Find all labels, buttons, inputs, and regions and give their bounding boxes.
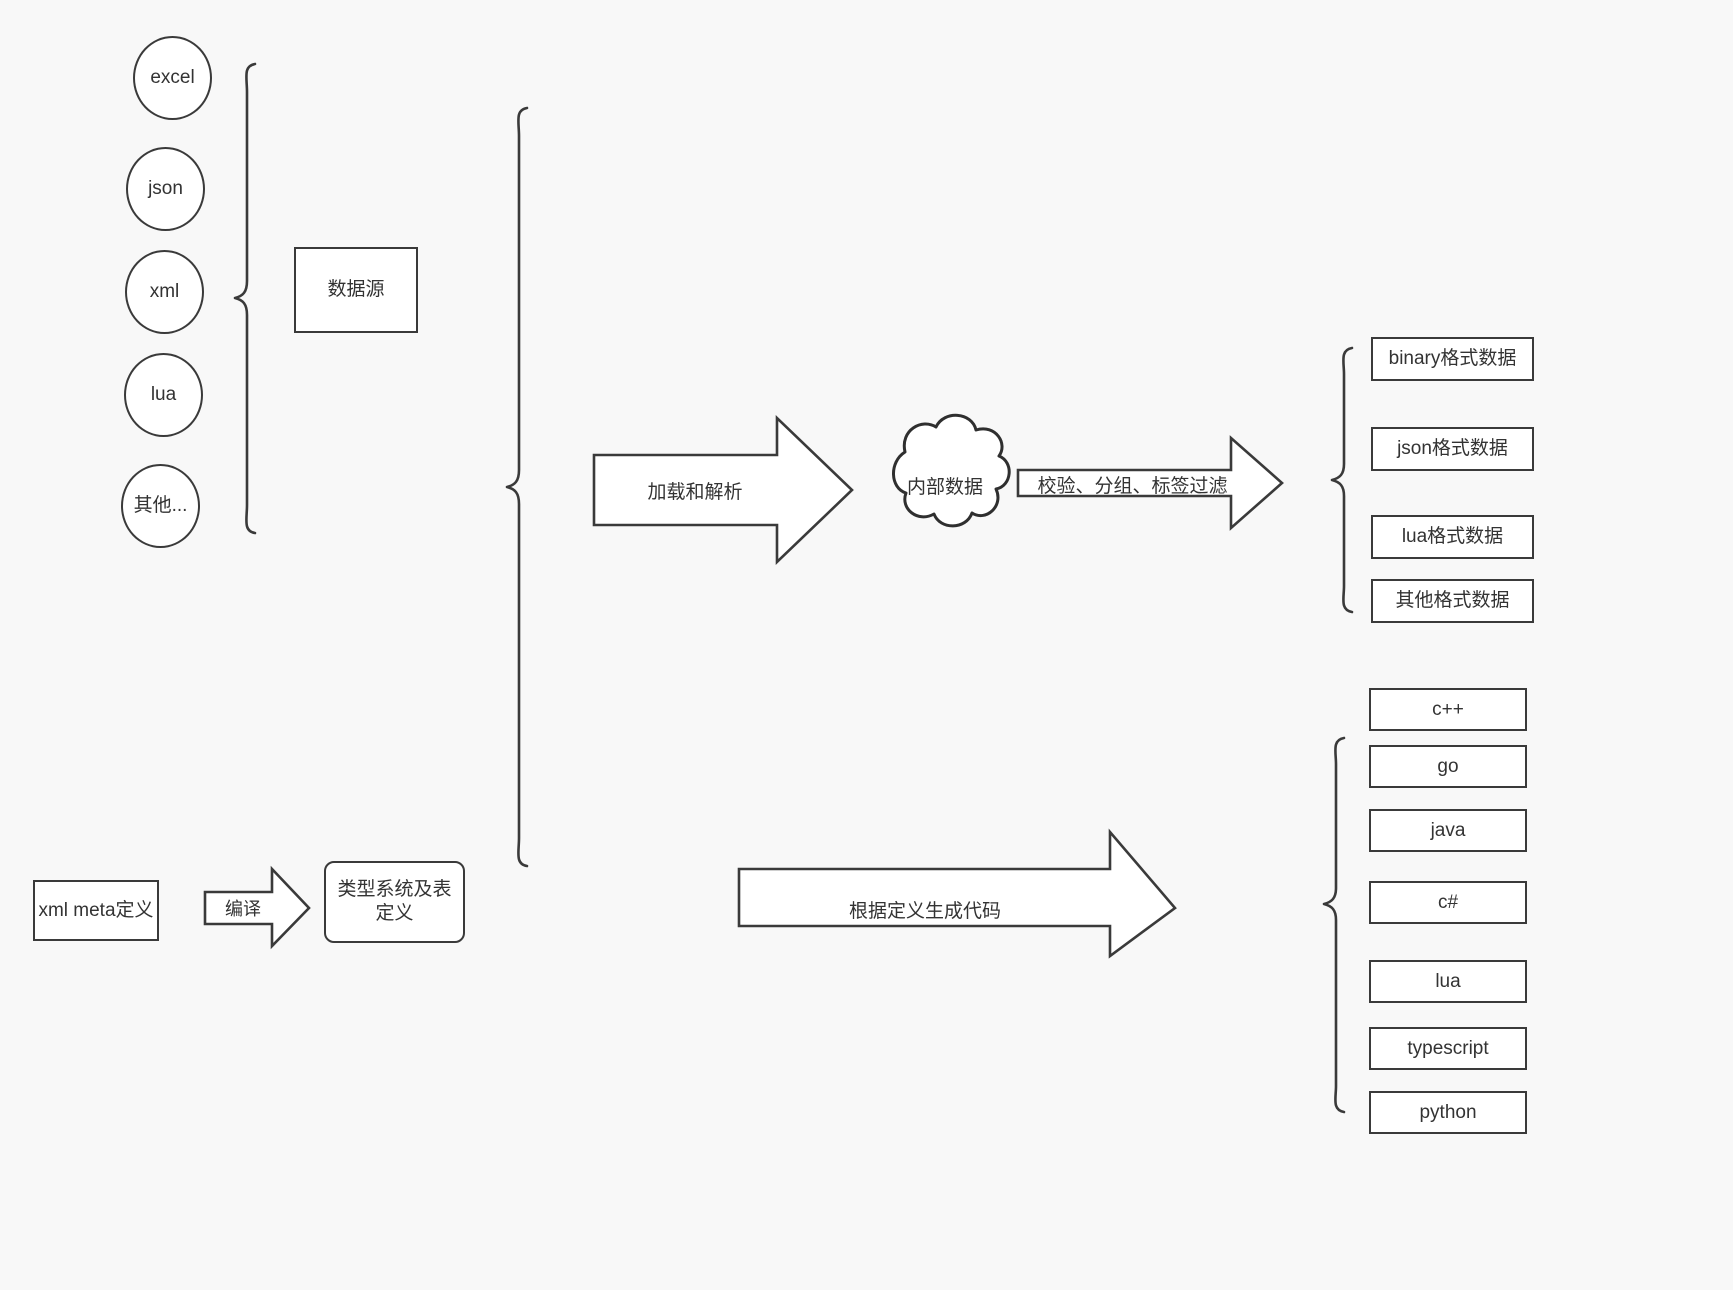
source-node-other[interactable]: 其他... bbox=[121, 464, 200, 548]
source-node-xml[interactable]: xml bbox=[125, 250, 204, 334]
output-format-box-lua[interactable]: lua格式数据 bbox=[1371, 515, 1534, 559]
sources-brace bbox=[233, 62, 257, 535]
type-system-label: 类型系统及表定义 bbox=[337, 879, 452, 924]
output-language-label: typescript bbox=[1407, 1037, 1489, 1059]
output-language-label: java bbox=[1430, 819, 1466, 841]
languages-brace bbox=[1322, 736, 1346, 1114]
output-language-label: c# bbox=[1437, 891, 1459, 913]
data-formats-brace bbox=[1330, 346, 1354, 614]
source-node-json[interactable]: json bbox=[126, 147, 205, 231]
output-format-box-json[interactable]: json格式数据 bbox=[1371, 427, 1534, 471]
source-label: excel bbox=[150, 67, 195, 89]
output-format-label: json格式数据 bbox=[1397, 438, 1508, 460]
load-parse-arrow-shape bbox=[592, 414, 854, 566]
type-system-box[interactable]: 类型系统及表定义 bbox=[324, 861, 465, 943]
source-label: 其他... bbox=[133, 495, 188, 517]
xml-meta-definition-label: xml meta定义 bbox=[38, 899, 154, 921]
internal-data-cloud-shape bbox=[892, 413, 1011, 528]
source-node-excel[interactable]: excel bbox=[133, 36, 212, 120]
data-source-label: 数据源 bbox=[327, 279, 385, 301]
pipeline-input-brace bbox=[505, 106, 529, 868]
source-label: lua bbox=[150, 384, 177, 406]
compile-arrow-shape bbox=[203, 865, 311, 950]
output-language-label: go bbox=[1437, 755, 1459, 777]
output-language-box-csharp[interactable]: c# bbox=[1369, 881, 1527, 924]
output-language-box-cpp[interactable]: c++ bbox=[1369, 688, 1527, 731]
output-format-box-other[interactable]: 其他格式数据 bbox=[1371, 579, 1534, 623]
output-language-box-go[interactable]: go bbox=[1369, 745, 1527, 788]
output-language-label: python bbox=[1419, 1101, 1477, 1123]
output-language-box-typescript[interactable]: typescript bbox=[1369, 1027, 1527, 1070]
data-source-box[interactable]: 数据源 bbox=[294, 247, 418, 333]
source-label: json bbox=[148, 178, 183, 200]
output-language-label: c++ bbox=[1432, 698, 1464, 720]
codegen-arrow-shape bbox=[737, 828, 1177, 959]
output-language-box-lua[interactable]: lua bbox=[1369, 960, 1527, 1003]
output-format-label: lua格式数据 bbox=[1401, 526, 1504, 548]
validate-group-filter-arrow-shape bbox=[1016, 435, 1284, 531]
xml-meta-definition-box[interactable]: xml meta定义 bbox=[33, 880, 159, 941]
source-node-lua[interactable]: lua bbox=[124, 353, 203, 437]
output-format-label: 其他格式数据 bbox=[1395, 590, 1510, 612]
output-language-box-java[interactable]: java bbox=[1369, 809, 1527, 852]
output-language-box-python[interactable]: python bbox=[1369, 1091, 1527, 1134]
output-language-label: lua bbox=[1435, 970, 1461, 992]
output-format-box-binary[interactable]: binary格式数据 bbox=[1371, 337, 1534, 381]
source-label: xml bbox=[149, 281, 180, 303]
output-format-label: binary格式数据 bbox=[1388, 348, 1517, 370]
